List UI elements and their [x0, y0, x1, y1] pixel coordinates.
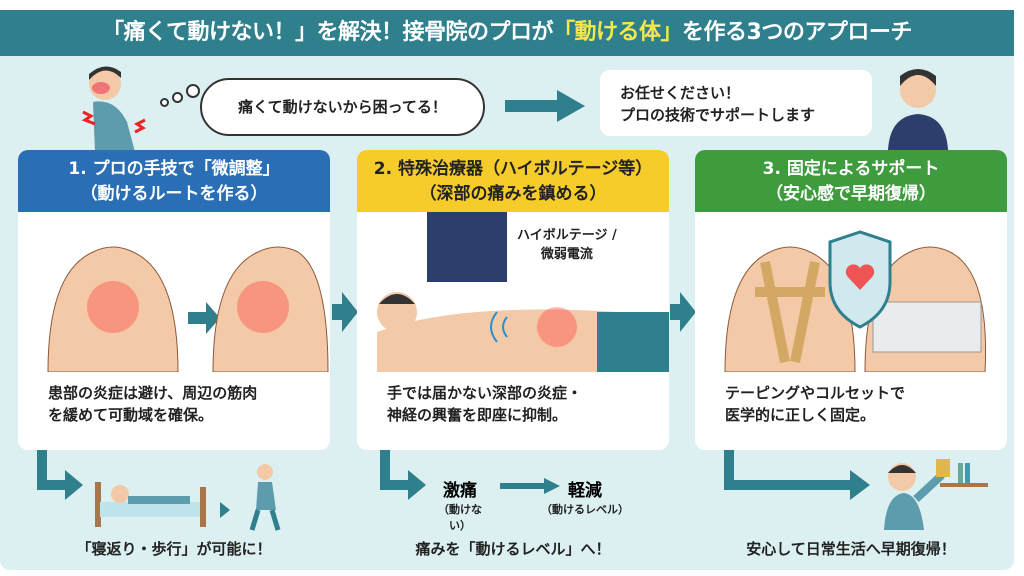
arrow-right-icon [332, 292, 358, 332]
back-massage-illustration [18, 212, 330, 373]
elbow-arrow-icon [724, 450, 870, 500]
practitioner-illustration [888, 69, 948, 150]
elbow-arrow-icon [37, 450, 83, 500]
card-header: 1. プロの手技で「微調整」（動けるルートを作る） [18, 150, 330, 212]
result-text: 「寝返り・歩行」が可能に！ [76, 540, 272, 558]
thought-dot [160, 98, 169, 107]
arrow-right-icon [500, 478, 560, 494]
taping-corset-illustration [695, 212, 1007, 373]
practitioner-speech-bubble: お任せください！プロの技術でサポートします [600, 70, 872, 136]
approach-card-fixation-support: 3. 固定によるサポート（安心感で早期復帰） テーピングやコルセットで医学的に正… [695, 150, 1007, 450]
page-title: 「痛くて動けない！」を解決！接骨院のプロが「動ける体」を作る3つのアプローチ [0, 10, 1014, 56]
elbow-arrow-icon [380, 450, 426, 500]
device-label: ハイボルテージ /微弱電流 [517, 228, 617, 262]
person-reaching-shelf-illustration [884, 459, 988, 530]
result-text: 安心して日常生活へ早期復帰！ [746, 540, 956, 558]
arrow-right-icon [505, 90, 585, 122]
patient-thought-bubble: 痛くて動けないから困ってる！ [200, 78, 485, 136]
arrow-right-icon [670, 292, 696, 332]
approach-card-manual-therapy: 1. プロの手技で「微調整」（動けるルートを作る） 患部の炎症は避け、周辺の筋肉… [18, 150, 330, 450]
result-text: 痛みを「動けるレベル」へ！ [415, 540, 611, 558]
device-treatment-illustration: ハイボルテージ /微弱電流 [357, 212, 669, 372]
card-header: 2. 特殊治療器（ハイボルテージ等）（深部の痛みを鎮める） [357, 150, 669, 212]
card-header: 3. 固定によるサポート（安心感で早期復帰） [695, 150, 1007, 212]
thought-dot [172, 92, 183, 103]
rolling-over-and-walking-illustration [95, 464, 281, 531]
thought-dot [186, 84, 200, 98]
pain-after: 軽減（動けるレベル） [541, 481, 629, 516]
approach-card-device-therapy: 2. 特殊治療器（ハイボルテージ等）（深部の痛みを鎮める） ハイボルテージ /微… [357, 150, 669, 450]
patient-in-pain-illustration [81, 66, 146, 152]
pain-before: 激痛（動けない） [438, 481, 482, 532]
